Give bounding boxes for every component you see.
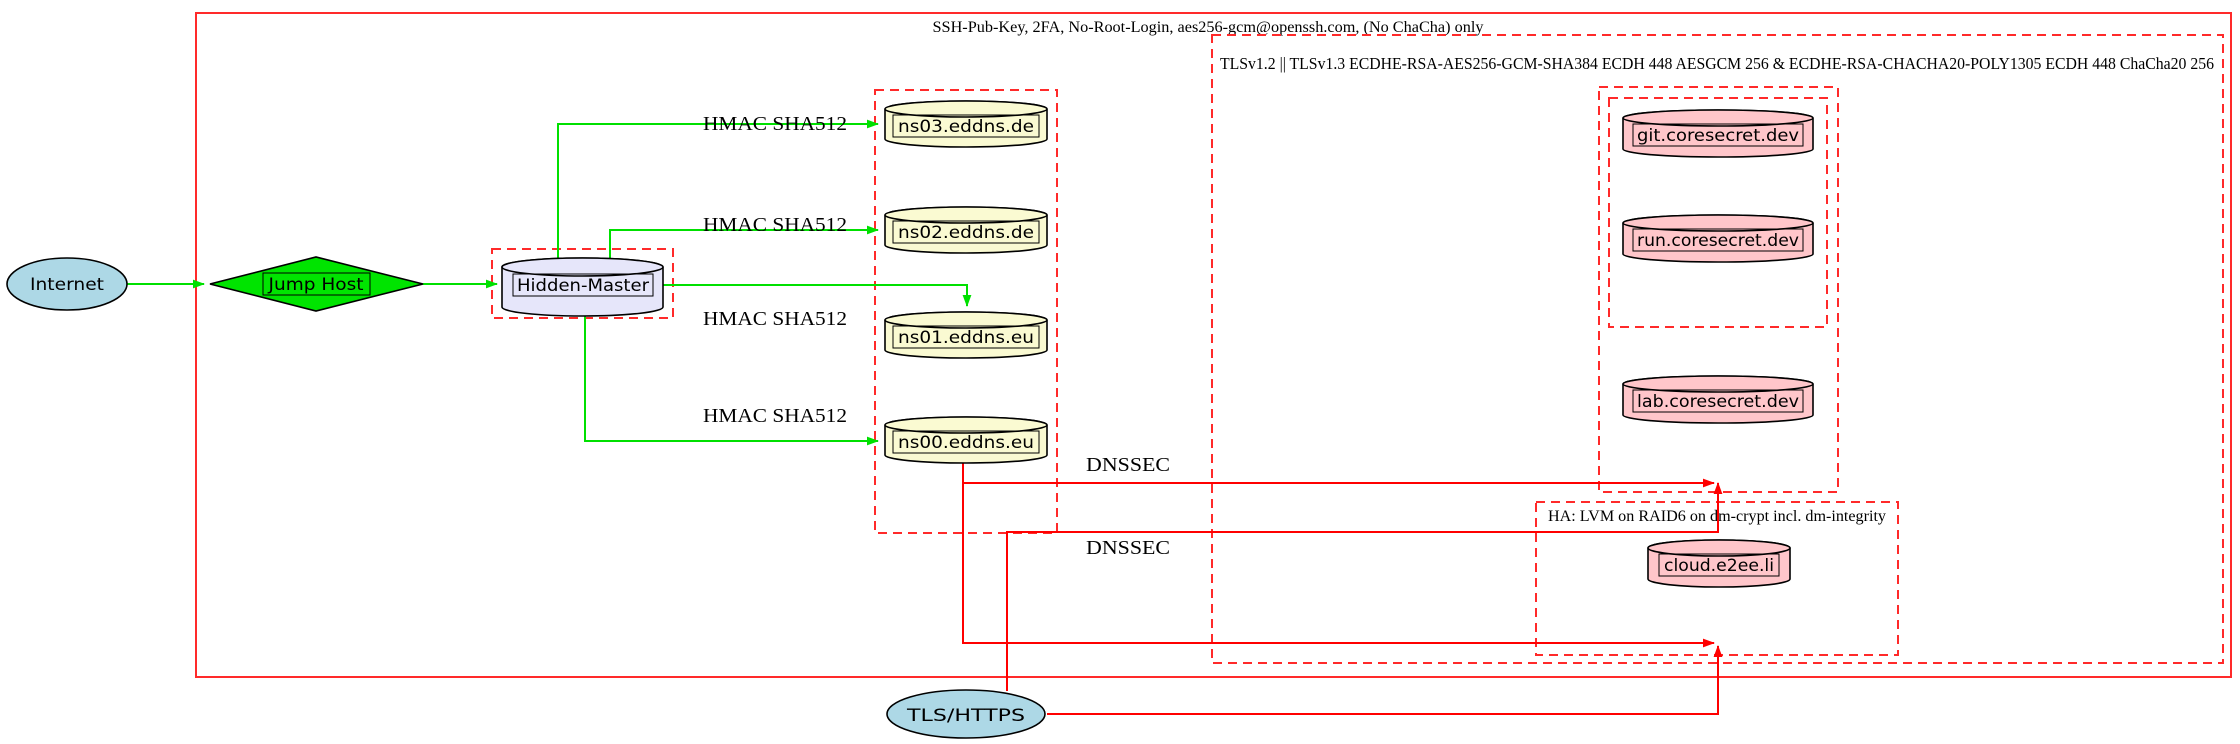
- edge-tlshttps-to-coresecret: [1006, 482, 1723, 691]
- jump-host-label-box: [262, 272, 371, 296]
- internet-ellipse: [6, 257, 128, 311]
- cloud-label: cloud.e2ee.li: [1664, 556, 1774, 576]
- edge-label-hmac-ns02: HMAC SHA512: [703, 214, 847, 236]
- ns03-label: ns03.eddns.de: [898, 117, 1034, 137]
- edge-ns00-dnssec-to-ha: [962, 458, 1715, 648]
- jump-host-diamond: [209, 256, 424, 312]
- ns02-cylinder-lid: [884, 206, 1048, 224]
- edge-hiddenmaster-to-ns01: [663, 284, 972, 307]
- cloud-label-box: [1658, 553, 1780, 577]
- hidden-master-label-box: [512, 273, 654, 297]
- lab-label: lab.coresecret.dev: [1637, 392, 1799, 412]
- cloud-cylinder-lid: [1647, 539, 1791, 557]
- ns01-label: ns01.eddns.eu: [898, 328, 1034, 348]
- run-cylinder-lid: [1622, 214, 1814, 232]
- run-label: run.coresecret.dev: [1637, 231, 1799, 251]
- tls-cluster-box: [1211, 34, 2224, 664]
- node-ns03: ns03.eddns.de: [884, 100, 1048, 148]
- node-git: git.coresecret.dev: [1622, 109, 1814, 158]
- node-cloud: cloud.e2ee.li: [1647, 539, 1791, 588]
- node-tls-https: TLS/HTTPS: [886, 689, 1046, 739]
- tls-cluster-label: TLSv1.2 || TLSv1.3 ECDHE-RSA-AES256-GCM-…: [1220, 54, 2214, 73]
- edge-label-hmac-ns03: HMAC SHA512: [703, 113, 847, 135]
- jump-host-label: Jump Host: [267, 275, 363, 295]
- git-cylinder-lid: [1622, 109, 1814, 127]
- lab-cylinder-lid: [1622, 375, 1814, 393]
- lab-label-box: [1632, 389, 1804, 413]
- ns00-cylinder-lid: [884, 416, 1048, 434]
- hidden-master-label: Hidden-Master: [517, 276, 649, 296]
- ssh-cluster-label: SSH-Pub-Key, 2FA, No-Root-Login, aes256-…: [933, 19, 1484, 36]
- edge-label-hmac-ns01: HMAC SHA512: [703, 308, 847, 330]
- edge-label-hmac-ns00: HMAC SHA512: [703, 405, 847, 427]
- internet-label: Internet: [30, 275, 104, 295]
- edge-label-dnssec-upper: DNSSEC: [1086, 454, 1170, 476]
- ns01-label-box: [892, 325, 1040, 349]
- tls-https-label: TLS/HTTPS: [906, 706, 1025, 726]
- node-ns02: ns02.eddns.de: [884, 206, 1048, 254]
- edge-hiddenmaster-to-ns03: [557, 119, 879, 258]
- node-ns01: ns01.eddns.eu: [884, 311, 1048, 359]
- node-ns00: ns00.eddns.eu: [884, 416, 1048, 464]
- ns02-label: ns02.eddns.de: [898, 223, 1034, 243]
- git-label-box: [1632, 123, 1804, 147]
- node-run: run.coresecret.dev: [1622, 214, 1814, 263]
- ns03-label-box: [892, 114, 1040, 138]
- run-label-box: [1632, 228, 1804, 252]
- edge-hiddenmaster-to-ns02: [609, 225, 879, 258]
- ssh-cluster-box: [195, 12, 2232, 678]
- node-internet: Internet: [6, 257, 128, 311]
- git-label: git.coresecret.dev: [1637, 126, 1799, 146]
- coresecret-inner-cluster-box: [1608, 97, 1828, 328]
- ns03-cylinder-lid: [884, 100, 1048, 118]
- node-lab: lab.coresecret.dev: [1622, 375, 1814, 424]
- hidden-master-cylinder-lid: [501, 257, 664, 277]
- ns00-label: ns00.eddns.eu: [898, 433, 1034, 453]
- node-hidden-master: Hidden-Master: [501, 257, 664, 317]
- dns-cluster-box: [874, 89, 1058, 534]
- node-jump-host: Jump Host: [209, 256, 424, 312]
- coresecret-outer-cluster-box: [1598, 86, 1839, 493]
- edge-label-dnssec-lower: DNSSEC: [1086, 537, 1170, 559]
- ns01-cylinder-lid: [884, 311, 1048, 329]
- ns00-label-box: [892, 430, 1040, 454]
- tls-https-ellipse: [886, 689, 1046, 739]
- edge-hiddenmaster-to-ns00: [584, 316, 879, 446]
- edge-ns00-dnssec-to-coresecret: [962, 458, 1715, 488]
- ns02-label-box: [892, 220, 1040, 244]
- edge-tlshttps-to-ha: [1047, 645, 1723, 715]
